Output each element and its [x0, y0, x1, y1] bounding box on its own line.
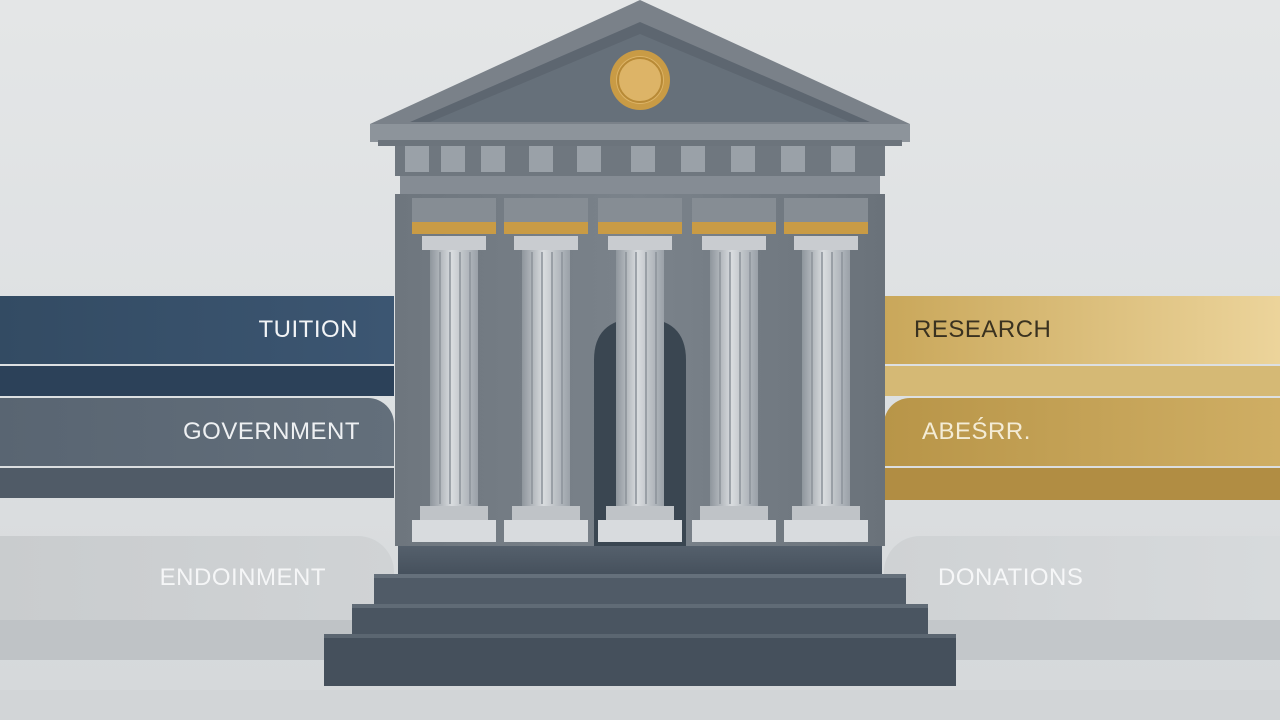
band-abesrr-label: ABEŚRR. [922, 418, 1031, 445]
column-3 [598, 236, 682, 542]
band-tuition-lower [0, 366, 394, 396]
frieze [395, 146, 885, 194]
steps [324, 546, 956, 686]
band-tuition: TUITION [0, 296, 394, 364]
column-capitals [412, 198, 868, 234]
band-endowment: ENDOINMENT [0, 536, 394, 620]
band-donations: DONATIONS [884, 536, 1280, 620]
column-1 [412, 236, 496, 542]
band-abesrr: ABEŚRR. [884, 398, 1280, 466]
column-5 [784, 236, 868, 542]
band-donations-label: DONATIONS [938, 564, 1084, 591]
round-medallion-icon [610, 50, 670, 110]
column-2 [504, 236, 588, 542]
band-research-lower [884, 366, 1280, 396]
column-4 [692, 236, 776, 542]
band-tuition-label: TUITION [258, 316, 358, 343]
band-government-label: GOVERNMENT [182, 418, 360, 445]
band-government: GOVERNMENT [0, 398, 394, 466]
band-research-label: RESEARCH [914, 316, 1052, 343]
band-abesrr-lower [884, 468, 1280, 500]
columns [412, 236, 868, 542]
band-endowment-label: ENDOINMENT [159, 564, 326, 591]
floor [0, 690, 1280, 720]
band-government-lower [0, 468, 394, 498]
band-research: RESEARCH [884, 296, 1280, 364]
